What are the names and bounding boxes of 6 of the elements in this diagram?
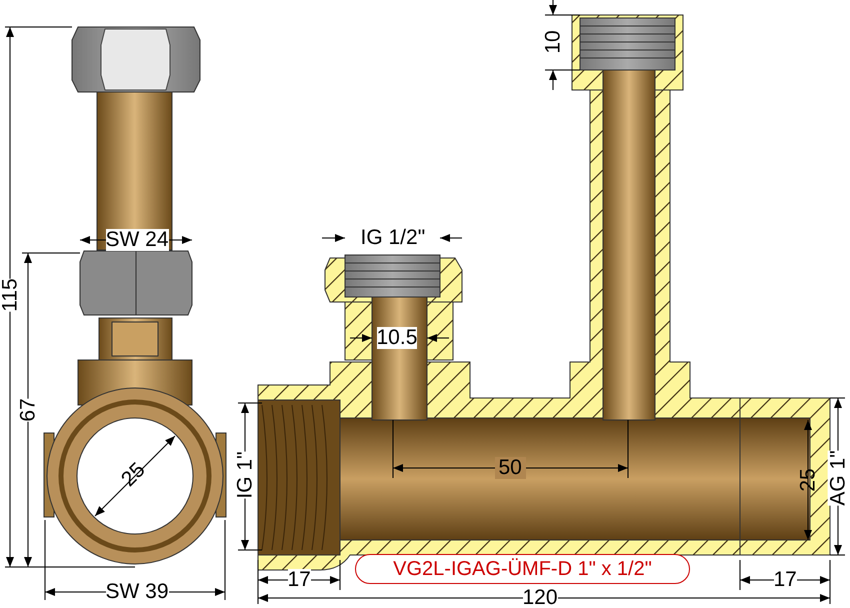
dimension-label: SW 24	[106, 229, 169, 251]
dimension-label: 25	[797, 468, 820, 492]
dimension-label: 50	[494, 457, 526, 479]
dimension-label: 25	[117, 458, 150, 492]
dimension-label: 10.5	[376, 327, 418, 349]
part-number-tag: VG2L-IGAG-ÜMF-D 1" x 1/2"	[355, 554, 690, 584]
